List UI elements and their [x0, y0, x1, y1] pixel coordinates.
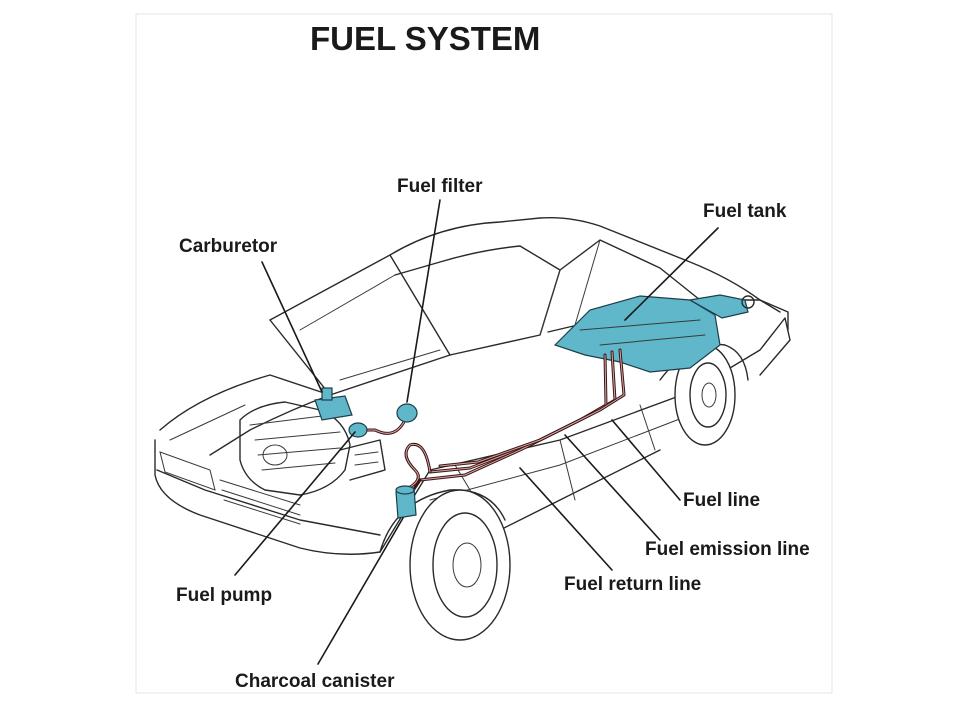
label-carburetor: Carburetor	[179, 236, 278, 257]
front-wheel-arch	[379, 489, 506, 553]
label-charcoal-canister: Charcoal canister	[235, 671, 395, 692]
car-body	[154, 216, 791, 555]
leader-fuel-line	[611, 419, 681, 501]
leader-fuel-return-line	[519, 467, 613, 571]
label-fuel-filter: Fuel filter	[397, 176, 483, 197]
headlight	[159, 451, 216, 491]
label-fuel-return-line: Fuel return line	[564, 574, 701, 595]
body-moulding	[429, 414, 691, 501]
front-bumper	[156, 469, 381, 536]
label-fuel-emission-line: Fuel emission line	[645, 539, 810, 560]
leader-lines	[234, 199, 719, 665]
engine	[239, 401, 386, 496]
charcoal-canister-shape	[395, 485, 417, 519]
front-wheel	[409, 489, 511, 641]
fuel-tank-shape	[553, 294, 755, 373]
front-side-window	[394, 245, 561, 356]
leader-carburetor	[261, 261, 323, 393]
label-fuel-pump: Fuel pump	[176, 585, 272, 606]
car-roof-outline	[269, 216, 781, 321]
front-fascia	[154, 439, 381, 555]
leader-fuel-filter	[406, 199, 441, 403]
leader-charcoal-canister	[317, 517, 404, 665]
leader-fuel-emission-line	[564, 434, 661, 541]
windshield	[269, 254, 451, 396]
hood-crease	[169, 404, 246, 441]
b-pillar	[539, 239, 601, 336]
fuel-lines	[353, 348, 626, 500]
leader-fuel-pump	[234, 431, 356, 576]
grille	[219, 479, 301, 525]
hood	[159, 374, 331, 456]
panel-border	[135, 13, 833, 694]
page-title: FUEL SYSTEM	[310, 20, 540, 57]
carburetor-shape	[314, 387, 353, 421]
fuel-filter-shape	[396, 403, 418, 423]
windshield-inner	[299, 274, 441, 381]
label-fuel-tank: Fuel tank	[703, 201, 787, 222]
leader-fuel-tank	[624, 227, 719, 321]
label-fuel-line: Fuel line	[683, 490, 760, 511]
